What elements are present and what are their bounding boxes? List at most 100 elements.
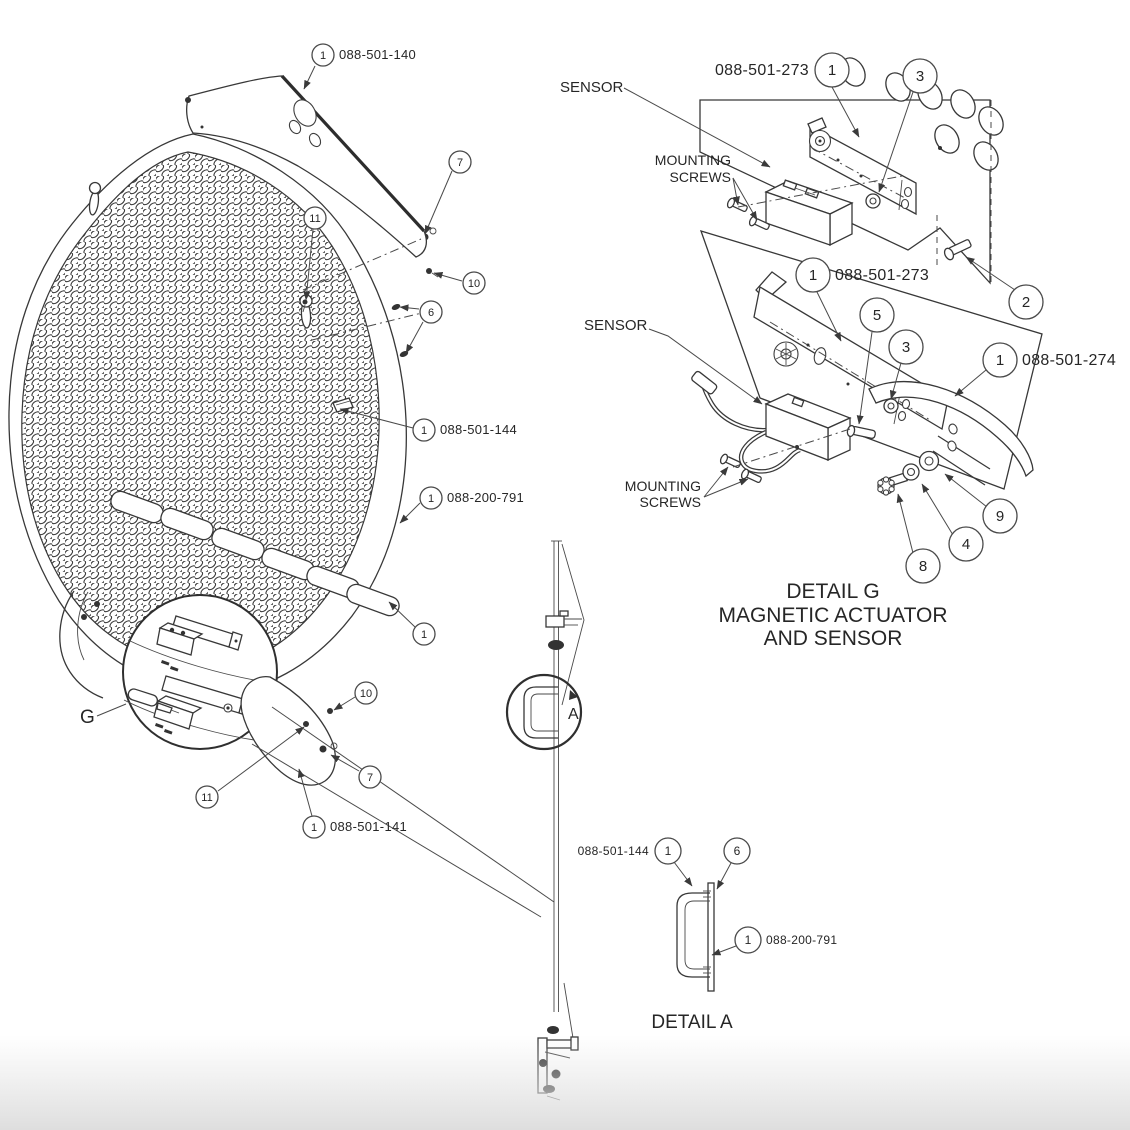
construction-line xyxy=(311,307,443,341)
detail-a-arrow xyxy=(569,690,578,700)
handle-screws xyxy=(703,890,711,974)
callout-balloon-6 xyxy=(419,300,443,324)
callout-number: 1 xyxy=(428,493,434,505)
callout-number: 10 xyxy=(468,278,480,290)
sensor-lower-leader xyxy=(648,328,763,405)
bottom-bracket xyxy=(240,675,338,786)
callout-leader xyxy=(217,726,305,792)
callout-balloon-11 xyxy=(195,785,219,809)
callout-number: 2 xyxy=(1022,294,1030,311)
callout-leader xyxy=(921,483,954,536)
callout-balloon-6 xyxy=(723,837,751,865)
callout-balloon-8 xyxy=(905,548,941,584)
callout-balloon-1 xyxy=(419,486,443,510)
lower-left-plate xyxy=(59,590,104,699)
exploded-view-lower xyxy=(691,230,1043,496)
part-number-label: 088-501-273 xyxy=(835,267,929,284)
callout-leader xyxy=(673,861,693,887)
washer xyxy=(883,398,899,414)
callout-number: 6 xyxy=(734,844,741,858)
callout-leader xyxy=(889,362,902,400)
callout-leader xyxy=(878,91,914,193)
callout-number: 1 xyxy=(996,352,1004,369)
sensor-lower-box xyxy=(691,370,852,474)
callout-leader xyxy=(405,321,424,354)
callout-balloon-1 xyxy=(311,43,335,67)
rod-handle xyxy=(523,686,558,739)
callout-balloon-3 xyxy=(902,58,938,94)
mounting-lower-leader-2 xyxy=(703,478,749,498)
callout-balloon-1 xyxy=(734,926,762,954)
part-number-label: 088-200-791 xyxy=(447,490,524,505)
callout-number: 1 xyxy=(665,844,672,858)
construction-line xyxy=(732,427,854,468)
callout-number: 8 xyxy=(919,558,927,575)
callout-leader xyxy=(896,493,914,554)
callout-leader xyxy=(303,65,316,90)
actuator-pin xyxy=(846,424,876,439)
sensor-upper-box xyxy=(764,179,854,247)
callout-number: 1 xyxy=(828,62,836,79)
callout-balloon-10 xyxy=(462,271,486,295)
callout-leader xyxy=(303,228,314,301)
detail-g-title: DETAIL G xyxy=(786,580,879,603)
mounting-screws-upper-label: SCREWS xyxy=(670,169,731,185)
detail-projection-line xyxy=(271,706,555,903)
detail-g-contents xyxy=(123,615,273,743)
callout-balloon-1 xyxy=(302,815,326,839)
callout-balloon-11 xyxy=(303,206,327,230)
callout-balloon-2 xyxy=(1008,284,1044,320)
callout-balloon-1 xyxy=(412,622,436,646)
bolt xyxy=(943,239,972,261)
callout-balloon-4 xyxy=(948,526,984,562)
callout-number: 11 xyxy=(201,792,212,804)
mounting-upper-leader-1 xyxy=(732,177,740,206)
part-number-label: 088-501-140 xyxy=(339,47,416,62)
callout-balloon-3 xyxy=(888,329,924,365)
callout-leader xyxy=(433,271,463,282)
callout-balloon-5 xyxy=(859,297,895,333)
washer xyxy=(865,193,881,209)
keyhole-slot xyxy=(88,181,102,216)
part-number-label: 088-501-144 xyxy=(578,844,649,858)
callout-leader xyxy=(330,754,360,772)
callout-number: 6 xyxy=(428,307,434,319)
callout-number: 1 xyxy=(745,933,752,947)
mounting-lower-leader-1 xyxy=(703,466,729,498)
detail-a-letter: A xyxy=(568,706,579,723)
perforated-disc-assembly xyxy=(8,74,439,786)
part-number-label: 088-501-144 xyxy=(440,422,517,437)
callout-balloon-10 xyxy=(354,681,378,705)
callout-leader xyxy=(388,601,416,628)
callout-number: 4 xyxy=(962,536,970,553)
vent-slots xyxy=(110,490,400,617)
detail-a-handle-outer xyxy=(676,892,710,978)
callout-number: 3 xyxy=(902,339,910,356)
mounting-screws-lower-label: MOUNTING xyxy=(625,478,701,494)
sensor-upper-label: SENSOR xyxy=(560,79,624,96)
mounting-screws-lower-label: SCREWS xyxy=(640,494,701,510)
callout-balloon-1 xyxy=(654,837,682,865)
callout-leader xyxy=(954,369,987,397)
push-rod xyxy=(505,540,585,1101)
callout-leader xyxy=(333,696,356,711)
callout-number: 5 xyxy=(873,307,881,324)
callout-leader xyxy=(339,407,414,429)
g-label-leader xyxy=(96,703,127,717)
flange-bolt xyxy=(877,472,909,496)
callout-leader xyxy=(297,768,313,817)
callout-leader xyxy=(831,86,860,138)
detail-a-handle-inner xyxy=(684,900,710,970)
washer xyxy=(902,463,920,481)
callout-number: 1 xyxy=(421,425,427,437)
callout-leader xyxy=(399,502,421,524)
sensor-upper-leader xyxy=(623,87,771,168)
callout-balloon-1 xyxy=(412,418,436,442)
actuator-bar-upper xyxy=(807,117,917,216)
callout-number: 3 xyxy=(916,68,924,85)
detail-g-title: AND SENSOR xyxy=(764,627,903,650)
callout-leader xyxy=(944,473,988,508)
part-number-label: 088-501-141 xyxy=(330,819,407,834)
